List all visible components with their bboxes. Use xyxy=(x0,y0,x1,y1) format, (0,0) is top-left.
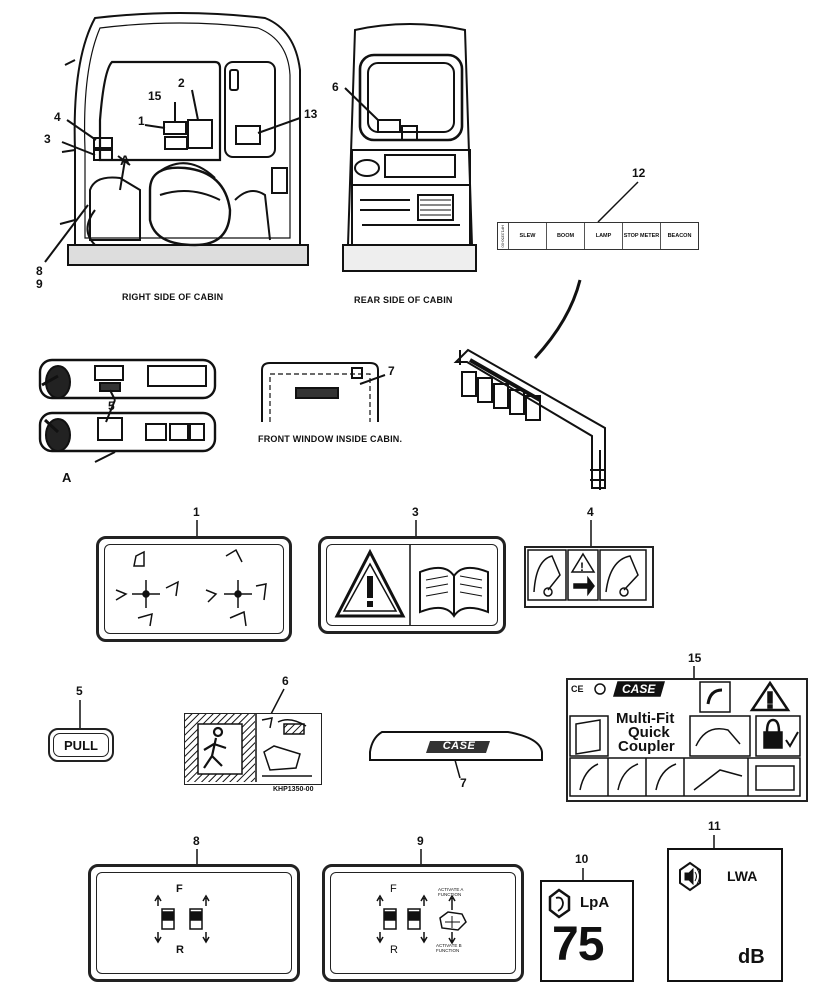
decal-9-r-label: R xyxy=(390,944,398,956)
decal-6-code: KHP1350-00 xyxy=(273,786,314,793)
detail-callout-a: A xyxy=(120,152,131,168)
decal-15-brand: CASE xyxy=(622,682,656,696)
strip-cell-stop-meter: STOP METER xyxy=(622,223,660,249)
callout-12: 12 xyxy=(632,166,646,180)
decal-3-number: 3 xyxy=(412,505,419,519)
decal-4-excavator-warning xyxy=(524,546,654,608)
decal-9-f-label: F xyxy=(390,883,397,895)
decal-8-number: 8 xyxy=(193,834,200,848)
speaker-sound-icon xyxy=(679,861,701,892)
decal-3-warning-read-manual xyxy=(318,536,506,634)
case-logo: CASE xyxy=(442,740,476,752)
decal-9-activate-b: ACTIVATE B FUNCTION xyxy=(436,943,462,953)
decal-4-number: 4 xyxy=(587,505,594,519)
svg-text:!: ! xyxy=(580,560,584,574)
decal-8-r-label: R xyxy=(176,944,184,956)
callout-3-right: 3 xyxy=(44,132,51,146)
decal-9-number: 9 xyxy=(417,834,424,848)
strip-cell-boom: BOOM xyxy=(546,223,584,249)
decal-10-sound-pressure xyxy=(540,880,634,982)
decal-10-symbol: LpA xyxy=(580,894,610,911)
callout-6-rear: 6 xyxy=(332,80,339,94)
decal-8-f-label: F xyxy=(176,883,183,895)
strip-cell-lamp: LAMP xyxy=(584,223,622,249)
decal-11-symbol: LWA xyxy=(727,868,758,884)
decal-11-unit: dB xyxy=(738,946,765,968)
decal-1-number: 1 xyxy=(193,505,200,519)
decal-15-title-line3: Coupler xyxy=(618,738,675,755)
strip-side-code: HP13350-00 xyxy=(500,224,506,248)
decal-11-sound-power xyxy=(667,848,783,982)
callout-1-right: 1 xyxy=(138,114,145,128)
callout-15-right: 15 xyxy=(148,89,162,103)
pull-label-decal: PULL xyxy=(48,728,114,762)
strip-cell-beacon: BEACON xyxy=(660,223,698,249)
callout-8-right: 8 xyxy=(36,264,43,278)
decal-15-title-line2: Quick xyxy=(628,724,670,741)
right-side-caption: RIGHT SIDE OF CABIN xyxy=(122,292,224,302)
pull-label-text: PULL xyxy=(53,733,109,757)
callout-2-right: 2 xyxy=(178,76,185,90)
decal-15-number: 15 xyxy=(688,651,702,665)
strip-cell-slew: SLEW xyxy=(508,223,546,249)
callout-5-detail: 5 xyxy=(108,399,115,413)
decal-1-control-pattern xyxy=(96,536,292,642)
callout-4-right: 4 xyxy=(54,110,61,124)
front-window-caption: FRONT WINDOW INSIDE CABIN. xyxy=(258,434,403,444)
decal-6-number: 6 xyxy=(282,674,289,688)
decal-9-activate-a: ACTIVATE A FUNCTION xyxy=(438,887,464,897)
manual-book-icon xyxy=(419,566,489,618)
running-person-icon xyxy=(203,726,227,769)
decal-9-travel-function-switch xyxy=(322,864,524,982)
decal-10-number: 10 xyxy=(575,852,589,866)
decal-10-value: 75 xyxy=(552,918,604,971)
decal-11-number: 11 xyxy=(708,819,721,833)
decal-7-number: 7 xyxy=(460,776,467,790)
detail-a-label: A xyxy=(62,470,72,485)
callout-13-right: 13 xyxy=(304,107,318,121)
decal-15-title-line1: Multi-Fit xyxy=(616,710,675,727)
hexagon-ear-icon xyxy=(548,888,571,919)
decal-5-number: 5 xyxy=(76,684,83,698)
callout-9-right: 9 xyxy=(36,277,43,291)
decal-15-marks: CE xyxy=(571,684,584,694)
callout-7-front: 7 xyxy=(388,364,395,378)
warning-triangle-icon xyxy=(334,548,406,618)
rear-side-caption: REAR SIDE OF CABIN xyxy=(354,295,453,305)
switch-label-strip-12: HP13350-00 SLEW BOOM LAMP STOP METER BEA… xyxy=(497,222,699,250)
